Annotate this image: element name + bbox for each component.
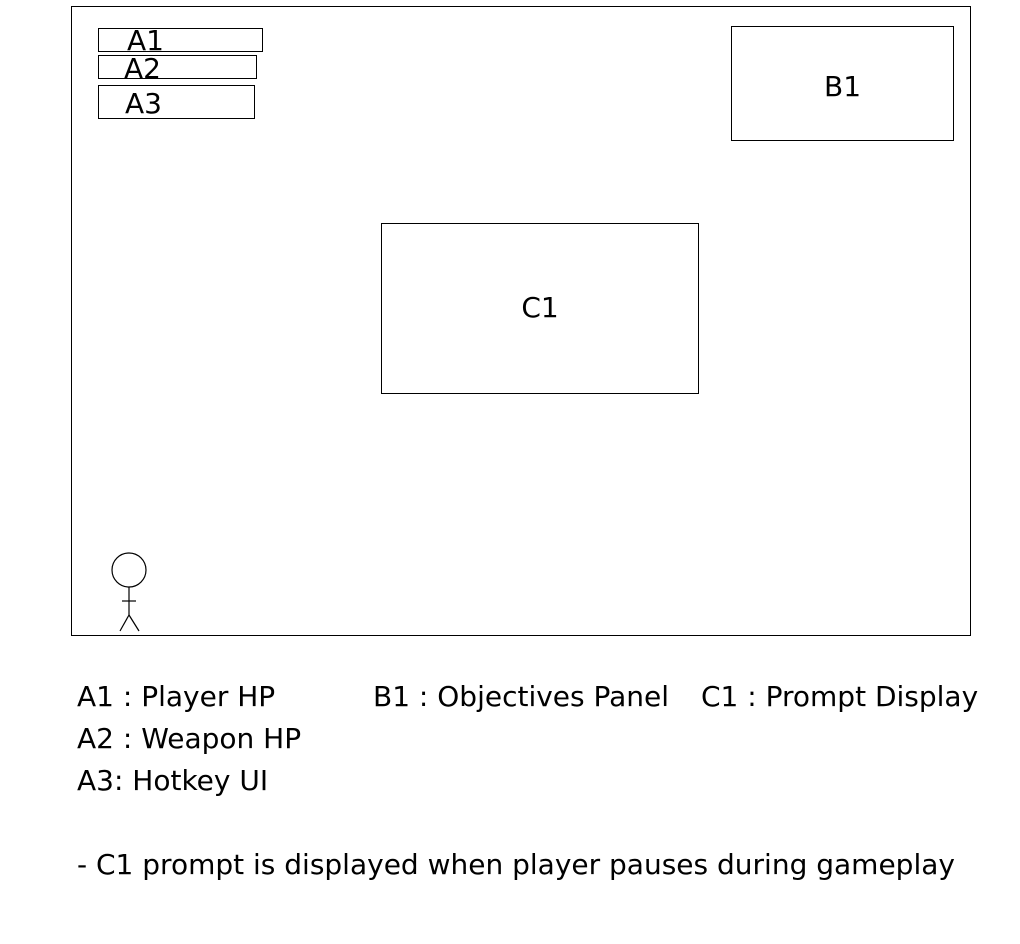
legend-hotkey-ui: A3: Hotkey UI <box>77 764 269 797</box>
weapon-hp-box-label: A2 <box>124 52 161 85</box>
weapon-hp-box <box>98 55 257 79</box>
game-screen-frame <box>71 6 971 636</box>
hotkey-ui-box-label: A3 <box>125 87 162 120</box>
objectives-panel-box: B1 <box>731 26 954 141</box>
legend-weapon-hp: A2 : Weapon HP <box>77 722 302 755</box>
legend-objectives-panel: B1 : Objectives Panel <box>373 680 670 713</box>
prompt-display-box: C1 <box>381 223 699 394</box>
pause-prompt-note: - C1 prompt is displayed when player pau… <box>77 848 955 881</box>
legend-player-hp: A1 : Player HP <box>77 680 276 713</box>
prompt-display-box-label: C1 <box>521 291 559 324</box>
player-hp-box <box>98 28 263 52</box>
player-hp-box-label: A1 <box>127 24 164 57</box>
player-stick-figure-icon <box>111 552 147 632</box>
hotkey-ui-box <box>98 85 255 119</box>
objectives-panel-box-label: B1 <box>823 70 862 103</box>
legend-prompt-display: C1 : Prompt Display <box>701 680 979 713</box>
